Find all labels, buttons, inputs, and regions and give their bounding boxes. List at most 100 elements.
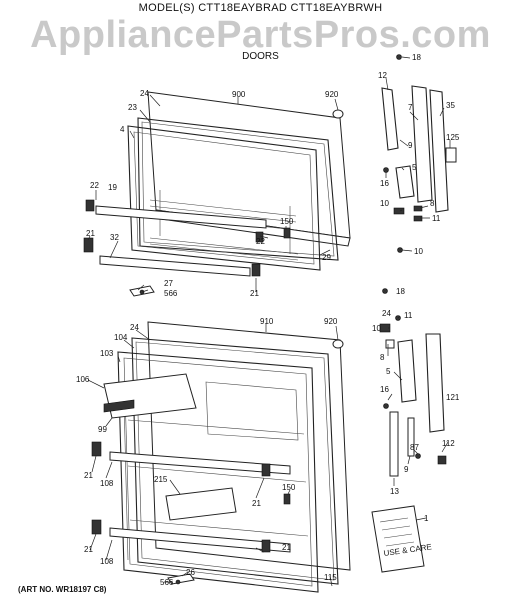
callout-4: 4: [120, 125, 125, 134]
callout-566-b: 566: [160, 578, 174, 587]
callout-87: 87: [410, 443, 419, 452]
bracket-10: [393, 207, 405, 215]
callout-9-b: 9: [404, 465, 409, 474]
callout-27: 27: [164, 279, 173, 288]
callout-11-b: 11: [404, 311, 413, 320]
callout-115: 115: [324, 573, 337, 582]
cap-125: [445, 147, 457, 163]
fresh-food-leader-lines: [87, 315, 449, 587]
bracket-11: [413, 215, 423, 222]
callout-8-b: 8: [380, 353, 385, 362]
callout-5-b: 5: [386, 367, 391, 376]
hinge-5-b: [397, 339, 417, 403]
section-title: DOORS: [242, 51, 279, 62]
freezer-door-assembly: [83, 54, 457, 297]
screw-18b: [382, 288, 388, 294]
callout-18-b: 18: [396, 287, 405, 296]
use-and-care-booklet: [371, 505, 425, 573]
plug-920: [332, 109, 344, 119]
shelf-clip-21-a: [91, 441, 102, 457]
screw-16: [383, 167, 389, 173]
trim-13: [389, 411, 399, 477]
callout-10: 10: [380, 199, 389, 208]
callout-16-b: 16: [380, 385, 389, 394]
callout-121: 121: [446, 393, 460, 402]
trim-9: [407, 417, 415, 457]
callout-21-c: 21: [84, 471, 93, 480]
callout-11: 11: [432, 214, 441, 223]
callout-24-c: 24: [130, 323, 139, 332]
callout-125: 125: [446, 133, 460, 142]
callout-21: 21: [86, 229, 95, 238]
hinge-12: [381, 87, 399, 151]
model-title: MODEL(S) CTT18EAYBRAD CTT18EAYBRWH: [138, 2, 383, 14]
callout-26: 26: [186, 568, 195, 577]
shelf-clip-21b: [251, 263, 261, 277]
callout-23: 23: [128, 103, 137, 112]
bracket-8: [413, 205, 423, 212]
callout-32: 32: [110, 233, 119, 242]
fresh-food-door-gasket: [131, 337, 339, 585]
freezer-door-gasket: [137, 117, 339, 261]
callout-9: 9: [408, 141, 413, 150]
freezer-leader-lines: [87, 56, 451, 293]
callout-99: 99: [98, 425, 107, 434]
handle-121: [425, 333, 445, 433]
callout-215: 215: [154, 475, 168, 484]
callout-112: 112: [442, 439, 455, 448]
door-shelf-108-lower: [109, 527, 291, 553]
shelf-clip-22: [85, 199, 95, 212]
callout-910: 910: [260, 317, 274, 326]
callout-21-b: 21: [250, 289, 259, 298]
callout-1: 1: [424, 514, 429, 523]
bushing-8: [385, 339, 395, 349]
freezer-door-shelf-32: [99, 255, 251, 277]
cap-112: [437, 455, 447, 465]
callout-150-b: 150: [282, 483, 296, 492]
screw-566-b: [175, 579, 181, 585]
callout-5: 5: [412, 163, 417, 172]
callout-108: 108: [100, 479, 114, 488]
callout-108-b: 108: [100, 557, 114, 566]
callout-10-b: 10: [414, 247, 423, 256]
callout-21-f: 21: [84, 545, 93, 554]
callout-21-e: 21: [282, 543, 291, 552]
spacer-150-b: [283, 493, 291, 505]
spacer-150: [283, 227, 291, 239]
screw-16-b: [383, 403, 389, 409]
shelf-clip-21-c: [261, 463, 271, 477]
door-bin-215: [165, 487, 237, 521]
handle-7: [411, 85, 433, 203]
door-shelf-108-upper: [109, 451, 291, 475]
callout-13: 13: [390, 487, 399, 496]
freezer-callouts: 900 920 24 23 4 22 19 21 32 150 22 29 27…: [86, 53, 460, 298]
fresh-food-outer-door-panel: [147, 321, 351, 571]
callout-12: 12: [378, 71, 387, 80]
callout-24: 24: [140, 89, 149, 98]
shelf-clip-21: [83, 237, 94, 253]
fresh-food-door-assembly: [91, 315, 447, 593]
fresh-food-door-liner: [117, 351, 319, 593]
art-number: (ART NO. WR18197 C8): [18, 585, 107, 594]
callout-22-b: 22: [256, 237, 265, 246]
callout-150: 150: [280, 217, 294, 226]
callout-566: 566: [164, 289, 178, 298]
screw-18a: [396, 54, 402, 60]
callout-29: 29: [322, 253, 331, 262]
callout-900: 900: [232, 90, 246, 99]
freezer-door-shelf-19: [95, 205, 267, 229]
callout-19: 19: [108, 183, 117, 192]
callout-16: 16: [380, 179, 389, 188]
handle-35: [429, 89, 449, 213]
callout-22: 22: [90, 181, 99, 190]
callout-21-d: 21: [252, 499, 261, 508]
plug-920-b: [332, 339, 344, 349]
callout-103: 103: [100, 349, 114, 358]
callout-920-b: 920: [324, 317, 338, 326]
screw-87: [415, 453, 421, 459]
hinge-5: [395, 165, 415, 199]
callout-7: 7: [408, 103, 413, 112]
callout-8: 8: [430, 199, 435, 208]
watermark: AppliancePartsPros.com: [30, 14, 491, 56]
